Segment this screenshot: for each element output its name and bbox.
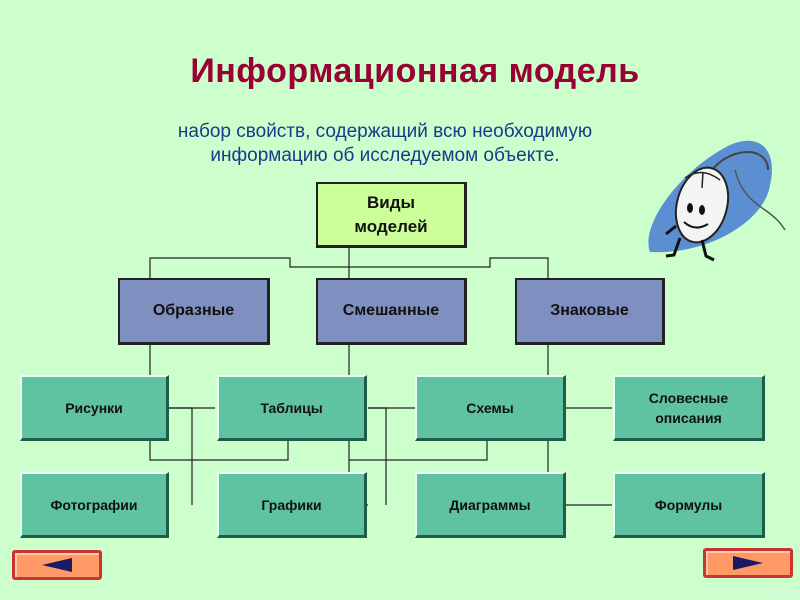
category-box-figurative: Образные [118, 278, 270, 345]
leaf-box-verbal-descriptions: Словесные описания [613, 375, 765, 441]
root-line-2: моделей [354, 216, 428, 236]
right-arrow-icon [733, 556, 763, 570]
leaf-box-graphs: Графики [217, 472, 367, 538]
leaf-box-tables: Таблицы [217, 375, 367, 441]
verbal-line-1: Словесные [648, 389, 729, 406]
leaf-box-photos: Фотографии [20, 472, 169, 538]
slide-subtitle: набор свойств, содержащий всю необходиму… [95, 120, 675, 168]
slide-title: Информационная модель [190, 52, 640, 90]
root-box-model-types: Виды моделей [316, 182, 467, 248]
verbal-line-2: описания [655, 409, 722, 426]
leaf-box-drawings: Рисунки [20, 375, 169, 441]
category-box-mixed: Смешанные [316, 278, 467, 345]
root-line-1: Виды [366, 192, 416, 212]
category-box-symbolic: Знаковые [515, 278, 665, 345]
prev-slide-button[interactable] [12, 550, 102, 580]
leaf-box-charts: Диаграммы [415, 472, 566, 538]
subtitle-line-1: набор свойств, содержащий всю необходиму… [177, 121, 593, 142]
page-number: 2 из 8 [769, 588, 794, 598]
leaf-box-schemes: Схемы [415, 375, 566, 441]
left-arrow-icon [42, 558, 72, 572]
leaf-box-formulas: Формулы [613, 472, 765, 538]
computer-mouse-cartoon-icon [648, 140, 786, 262]
next-slide-button[interactable] [703, 548, 793, 578]
subtitle-line-2: информацию об исследуемом объекте. [210, 145, 560, 166]
